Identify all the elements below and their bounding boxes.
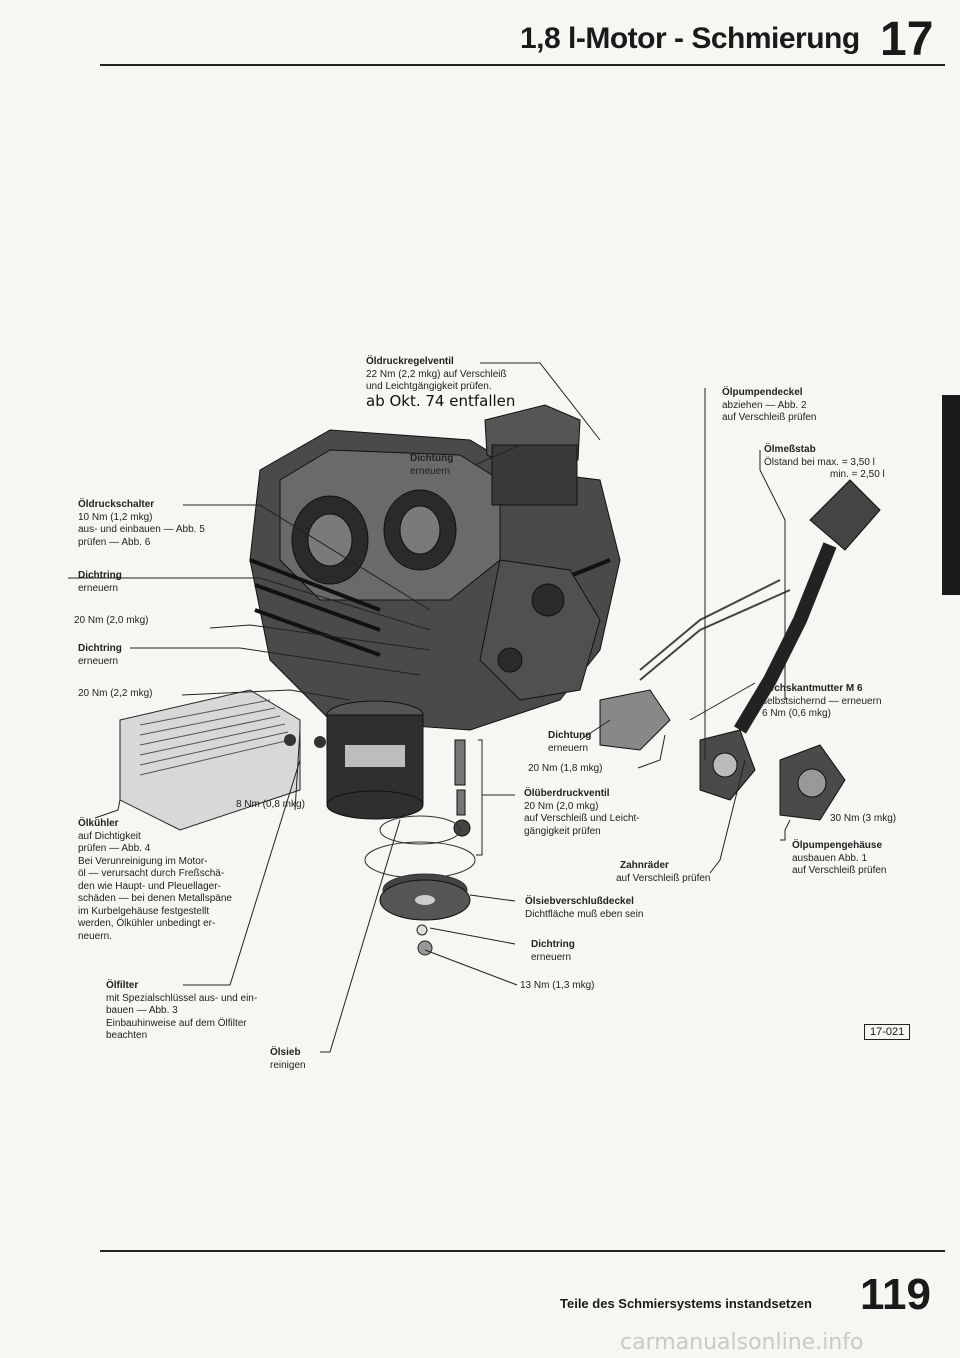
oil-filter-drawing <box>326 700 424 820</box>
leader-lines <box>68 362 791 1053</box>
label-dichtung-mid: Dichtung erneuern <box>548 730 592 754</box>
header-rule <box>100 64 945 66</box>
label-oelsiebverschlussdeckel: Ölsiebverschlußdeckel Dichtfläche muß eb… <box>525 896 644 920</box>
figure-reference: 17-021 <box>864 1024 911 1040</box>
label-oelfilter: Ölfilter mit Spezialschlüssel aus- und e… <box>106 980 258 1041</box>
handwritten-note: ab Okt. 74 entfallen <box>366 391 516 410</box>
label-oelkuehler: Ölkühler auf Dichtigkeit prüfen — Abb. 4… <box>78 818 232 942</box>
label-sechskantmutter: Sechskantmutter M 6 selbstsichernd — ern… <box>762 683 882 719</box>
label-oelpumpendeckel: Ölpumpendeckel abziehen — Abb. 2 auf Ver… <box>722 387 817 423</box>
label-torque-13-1-3: 13 Nm (1,3 mkg) <box>520 980 595 991</box>
footer-section-title: Teile des Schmiersystems instandsetzen <box>560 1296 812 1311</box>
label-torque-30-3: 30 Nm (3 mkg) <box>830 813 897 824</box>
label-dichtung-top: Dichtung erneuern <box>410 453 454 477</box>
label-torque-20-2-0: 20 Nm (2,0 mkg) <box>74 615 149 626</box>
label-dichtring-1: Dichtring erneuern <box>78 570 122 594</box>
label-oeldruckschalter: Öldruckschalter 10 Nm (1,2 mkg) aus- und… <box>78 499 205 548</box>
label-zahnraeder: Zahnräder auf Verschleiß prüfen <box>616 860 711 884</box>
section-number: 17 <box>880 13 934 66</box>
footer-rule <box>100 1250 945 1252</box>
label-torque-20-2-2: 20 Nm (2,2 mkg) <box>78 688 153 699</box>
label-dichtring-3: Dichtring erneuern <box>531 939 575 963</box>
page-title: 1,8 l-Motor - Schmierung <box>520 22 860 55</box>
strainer-cover-drawing <box>379 879 471 956</box>
label-torque-8-0-8: 8 Nm (0,8 mkg) <box>236 799 305 810</box>
label-oelpumpengehaeuse: Ölpumpengehäuse ausbauen Abb. 1 auf Vers… <box>792 840 887 876</box>
label-oelueberdruckventil: Ölüberdruckventil 20 Nm (2,0 mkg) auf Ve… <box>524 788 640 837</box>
label-oelmessstab: Ölmeßstab Ölstand bei max. = 3,50 l min.… <box>764 444 885 480</box>
engine-block-drawing <box>249 404 621 731</box>
relief-valve-parts-drawing <box>453 739 471 837</box>
label-oelsieb: Ölsieb reinigen <box>270 1047 306 1071</box>
label-oeldruckregelventil: Öldruckregelventil 22 Nm (2,2 mkg) auf V… <box>366 356 516 410</box>
label-dichtring-2: Dichtring erneuern <box>78 643 122 667</box>
page-number: 119 <box>860 1270 931 1319</box>
chapter-tab-marker <box>942 395 960 595</box>
watermark: carmanualsonline.info <box>620 1330 864 1355</box>
oil-pump-parts-drawing <box>599 689 846 821</box>
label-torque-20-1-8: 20 Nm (1,8 mkg) <box>528 763 603 774</box>
